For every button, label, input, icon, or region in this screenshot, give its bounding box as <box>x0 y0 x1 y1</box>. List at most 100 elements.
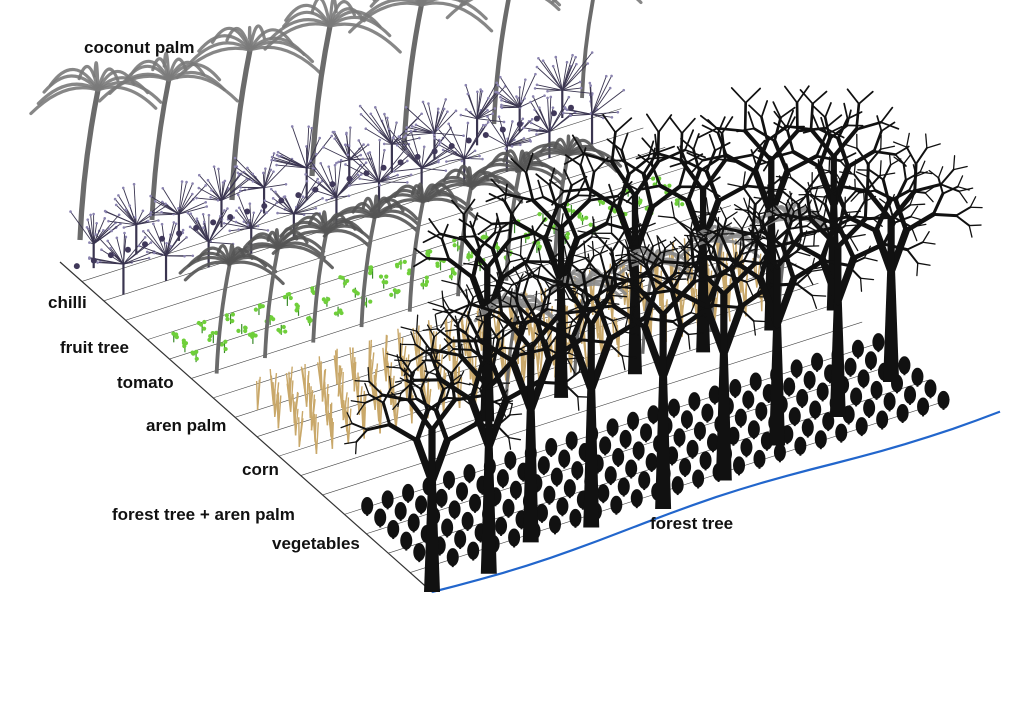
vegetable-stem <box>697 484 700 489</box>
chilli-plant <box>295 192 302 199</box>
tree-branch <box>757 212 764 233</box>
fruit-tree-leaf <box>152 222 155 226</box>
tomato-leaf <box>194 356 199 361</box>
tree-branch <box>562 206 580 242</box>
tree-branch <box>762 156 774 172</box>
tomato-leaf <box>384 274 389 279</box>
tree-branch <box>765 198 771 212</box>
fruit-tree-leaf <box>486 96 490 100</box>
fruit-tree-twig <box>592 111 618 115</box>
vegetable-plant <box>604 466 617 485</box>
fruit-tree-leaf <box>264 167 267 170</box>
tree-branch <box>843 143 858 149</box>
tomato-leaf <box>219 342 224 347</box>
tree-branch <box>494 277 505 291</box>
tree-branch <box>548 167 556 186</box>
fruit-tree-leaf <box>366 143 370 147</box>
tree-branch <box>810 195 826 198</box>
tree-branch <box>770 125 787 139</box>
tomato-leaf <box>230 318 235 324</box>
tree-branch <box>839 152 857 162</box>
tree-branch <box>825 182 838 190</box>
tree-branch <box>387 422 420 444</box>
tree-branch <box>771 212 789 217</box>
fruit-tree-leaf <box>504 147 508 150</box>
vegetable-stem <box>509 466 512 471</box>
tree-branch <box>407 397 435 433</box>
tree-branch <box>604 277 616 308</box>
palm-trunk <box>580 0 595 99</box>
tree-branch <box>509 402 514 416</box>
tree-branch <box>623 331 639 336</box>
tree-branch <box>811 183 828 189</box>
fruit-tree-leaf <box>246 223 250 226</box>
vegetable-stem <box>758 464 761 469</box>
tree-branch <box>621 355 637 359</box>
tomato-leaf <box>452 238 457 243</box>
vegetable-stem <box>829 379 832 384</box>
tree-branch <box>487 309 490 325</box>
fruit-tree-leaf <box>362 143 365 146</box>
fruit-tree-leaf <box>529 121 533 125</box>
tree-branch <box>958 187 974 192</box>
vegetable-stem <box>711 448 714 453</box>
tree-branch <box>602 114 617 134</box>
fruit-tree-twig <box>467 93 478 119</box>
fruit-tree-leaf <box>185 180 188 184</box>
tree-trunk <box>883 272 900 382</box>
fruit-tree-twig <box>221 166 238 201</box>
fruit-tree-twig <box>394 167 422 172</box>
fruit-tree-leaf <box>346 153 349 157</box>
tree-branch <box>554 298 570 301</box>
tree-branch <box>705 149 717 173</box>
vegetable-stem <box>788 392 791 397</box>
tomato-leaf <box>250 334 255 339</box>
tree-branch <box>786 163 792 179</box>
fruit-tree-twig <box>165 223 177 256</box>
tree-branch <box>427 301 445 308</box>
tree-branch <box>579 147 587 167</box>
fruit-tree-leaf <box>246 166 249 170</box>
tree-branch <box>364 394 384 404</box>
tree-branch <box>563 370 581 385</box>
palm-frond <box>331 206 377 222</box>
tree-branch <box>790 239 825 261</box>
middle-rows <box>171 134 782 454</box>
tomato-leaf <box>428 249 433 254</box>
tree-branch <box>729 257 763 282</box>
tree-branch <box>704 236 712 257</box>
tree-branch <box>476 248 482 267</box>
fruit-tree-twig <box>136 220 159 226</box>
tree-branch <box>722 226 755 236</box>
tree-branch <box>931 192 945 216</box>
tree-trunk <box>715 354 732 481</box>
fruit-tree-leaf <box>238 189 242 193</box>
tree-branch <box>669 288 684 330</box>
tree-branch <box>670 265 688 293</box>
fruit-tree-twig <box>523 127 550 133</box>
tree-branch <box>448 308 469 318</box>
tree-branch <box>741 186 757 206</box>
tree-branch <box>702 227 725 237</box>
tomato-leaf <box>577 214 582 219</box>
tree-branch <box>849 233 866 238</box>
tree-branch <box>622 181 639 191</box>
tree-branch <box>687 333 691 350</box>
chilli-plant <box>107 252 114 259</box>
tree-branch <box>783 217 795 244</box>
vegetable-plant <box>896 403 909 422</box>
fruit-tree-twig <box>125 209 137 225</box>
corn-leaf <box>334 350 338 385</box>
tree-branch <box>397 392 402 408</box>
fruit-tree-leaf <box>404 129 408 133</box>
fruit-tree-twig <box>70 211 95 245</box>
tree-branch <box>880 145 896 150</box>
fruit-tree-leaf <box>378 183 382 187</box>
tree-branch <box>863 257 878 262</box>
fruit-tree-twig <box>358 140 380 183</box>
vegetable-plant <box>606 418 619 437</box>
fruit-tree-leaf <box>160 200 164 204</box>
fruit-tree-leaf <box>402 136 406 139</box>
tree-branch <box>492 323 510 340</box>
fruit-tree-leaf <box>205 205 209 208</box>
